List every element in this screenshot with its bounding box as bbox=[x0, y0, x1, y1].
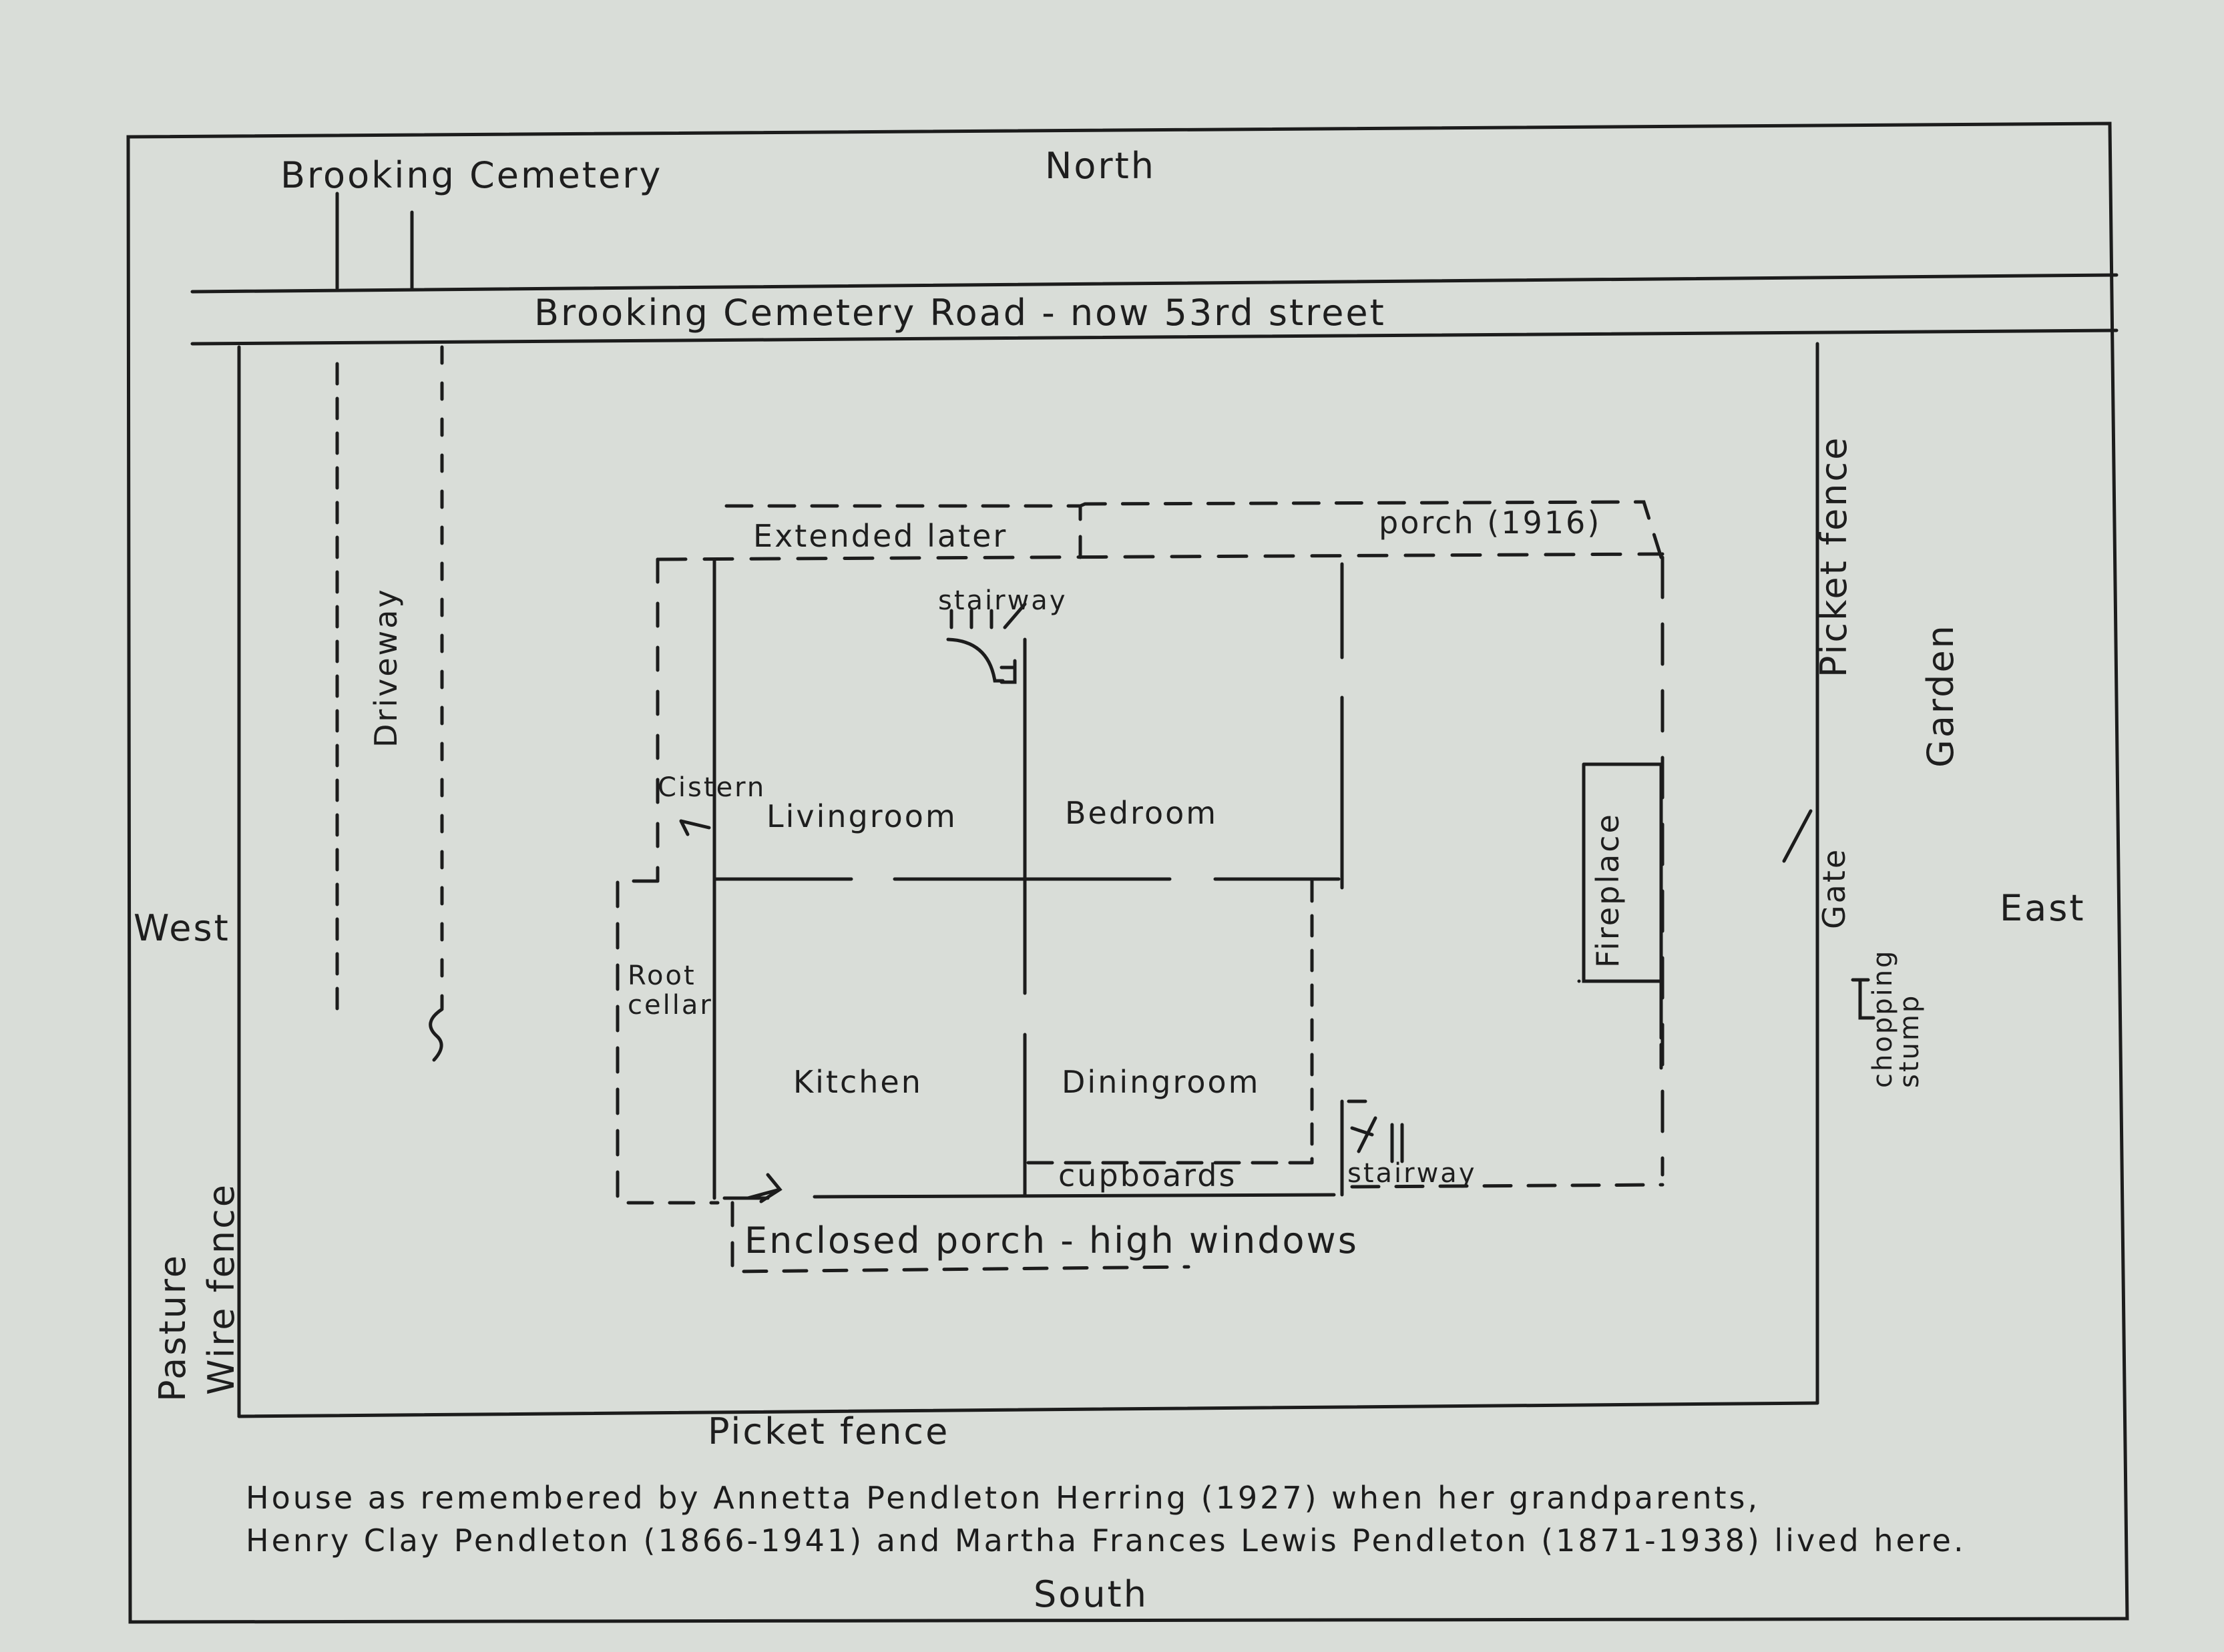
garden-label: Garden bbox=[1920, 623, 1962, 768]
caption: House as remembered by Annetta Pendleton… bbox=[246, 1476, 1966, 1562]
page-border bbox=[126, 121, 2129, 1624]
road-label: Brooking Cemetery Road - now 53rd street bbox=[534, 292, 1386, 334]
fireplace-box bbox=[1577, 762, 1663, 1040]
stairway-south-label: stairway bbox=[1347, 1158, 1477, 1189]
caption-line-2: Henry Clay Pendleton (1866-1941) and Mar… bbox=[246, 1523, 1966, 1559]
house-south-wall bbox=[813, 1193, 1336, 1199]
gate-swing bbox=[1782, 809, 1813, 863]
kitchen-label: Kitchen bbox=[793, 1064, 923, 1100]
diningroom-label: Diningroom bbox=[1062, 1064, 1261, 1100]
enclosed-porch-outline bbox=[730, 1201, 1190, 1274]
cupboards-label: cupboards bbox=[1058, 1157, 1237, 1193]
stairway-north-label: stairway bbox=[938, 585, 1068, 616]
livingroom-label: Livingroom bbox=[766, 798, 957, 834]
caption-line-1: House as remembered by Annetta Pendleton… bbox=[246, 1480, 1761, 1516]
chopping-stump-label: chopping stump bbox=[1867, 948, 1925, 1088]
south-picket-fence bbox=[237, 1401, 1819, 1418]
road-north-edge bbox=[190, 273, 2119, 294]
picket-fence-south-label: Picket fence bbox=[708, 1410, 950, 1452]
cemetery-label: Brooking Cemetery bbox=[280, 154, 663, 196]
wire-fence-label: Wire fence bbox=[200, 1183, 242, 1395]
compass-west: West bbox=[134, 907, 230, 949]
compass-north: North bbox=[1045, 145, 1156, 187]
driveway-label: Driveway bbox=[368, 587, 404, 748]
porch-1916-label: porch (1916) bbox=[1379, 505, 1602, 541]
compass-east: East bbox=[2000, 887, 2086, 929]
south-stair bbox=[1347, 1099, 1404, 1163]
driveway-curl bbox=[429, 1007, 444, 1062]
cistern-arrow bbox=[679, 819, 711, 836]
north-porch-outline bbox=[724, 500, 1663, 559]
picket-fence-east-label: Picket fence bbox=[1813, 435, 1855, 677]
north-stair bbox=[946, 602, 1027, 684]
extended-outline-top bbox=[656, 552, 1664, 561]
fireplace-label: Fireplace bbox=[1590, 812, 1626, 968]
compass-south: South bbox=[1034, 1573, 1148, 1615]
extended-later-label: Extended later bbox=[753, 518, 1008, 554]
cistern-label: Cistern bbox=[658, 772, 766, 803]
root-cellar-label: Root cellar bbox=[628, 960, 713, 1021]
gate-label: Gate bbox=[1816, 847, 1852, 929]
pasture-label: Pasture bbox=[152, 1254, 194, 1402]
door-arrow bbox=[746, 1173, 783, 1203]
south-porch-outline bbox=[1350, 1183, 1664, 1189]
root-cellar-outline bbox=[616, 879, 720, 1205]
enclosed-porch-label: Enclosed porch - high windows bbox=[744, 1219, 1359, 1262]
chopping-stump bbox=[1851, 978, 1875, 1020]
bedroom-label: Bedroom bbox=[1065, 795, 1218, 831]
road-south-edge bbox=[190, 328, 2119, 346]
